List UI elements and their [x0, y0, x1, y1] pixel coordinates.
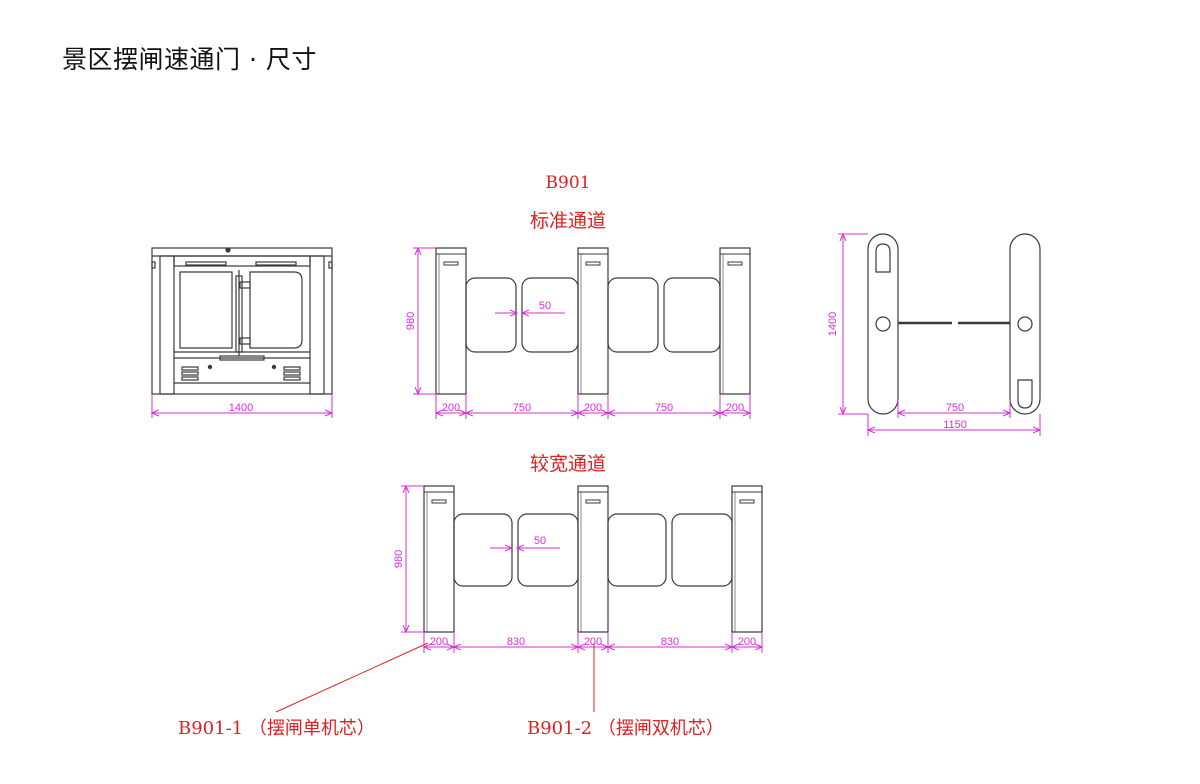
flap-panel: [663, 277, 721, 353]
side-view: [867, 233, 1041, 415]
pillar-width-label: 200: [726, 402, 744, 414]
pillar: [731, 485, 763, 633]
height-label: 980: [393, 550, 405, 568]
pillar-slot: [727, 261, 743, 266]
front-width-dimension: [152, 394, 332, 418]
side-lane-label: 750: [946, 402, 964, 414]
pillar-width-label: 200: [584, 402, 602, 414]
side-total-label: 1150: [943, 419, 967, 431]
gap-label: 50: [534, 535, 546, 547]
flap-panel: [607, 277, 659, 353]
lane-width-label: 750: [655, 402, 673, 414]
pillar-width-label: 200: [442, 402, 460, 414]
front-width-label: 1400: [229, 402, 253, 414]
side-depth-label: 1400: [827, 312, 839, 336]
callout-single: B901-1 （摆闸单机芯）: [178, 718, 375, 739]
pillar-slot: [443, 261, 459, 266]
callout-double: B901-2 （摆闸双机芯）: [527, 718, 724, 739]
flap-panel: [517, 513, 579, 587]
pillar: [435, 247, 467, 395]
pillar-slot: [585, 499, 601, 504]
pillar-width-label: 200: [430, 636, 448, 648]
flap-panel: [453, 513, 513, 587]
pillar-slot: [585, 261, 601, 266]
lane-width-label: 830: [661, 636, 679, 648]
wide-lane-label: 较宽通道: [530, 453, 606, 475]
lane-width-label: 750: [513, 402, 531, 414]
callout-leaders: [275, 642, 595, 713]
flap-panel: [671, 513, 733, 587]
side-dimensions: [838, 234, 1040, 436]
wide-lane-view: 50 980 200 830 200 830 200: [393, 486, 762, 653]
pillar: [423, 485, 455, 633]
pillar: [577, 485, 609, 633]
standard-lane-view: 50 980 200 750 200 750 200: [405, 248, 750, 419]
height-label: 980: [405, 312, 417, 330]
pillar: [719, 247, 751, 395]
pillar: [577, 247, 609, 395]
flap-panel: [465, 277, 517, 353]
pillar-width-label: 200: [584, 636, 602, 648]
page-title: 景区摆闸速通门 · 尺寸: [62, 45, 317, 74]
model-label: B901: [546, 173, 591, 193]
lane-width-label: 830: [507, 636, 525, 648]
pillar-width-label: 200: [738, 636, 756, 648]
gap-label: 50: [539, 300, 551, 312]
standard-lane-label: 标准通道: [530, 210, 606, 232]
flap-panel: [521, 277, 579, 353]
flap-panel: [607, 513, 667, 587]
front-view: [151, 247, 333, 395]
pillar-slot: [431, 499, 447, 504]
pillar-slot: [739, 499, 755, 504]
